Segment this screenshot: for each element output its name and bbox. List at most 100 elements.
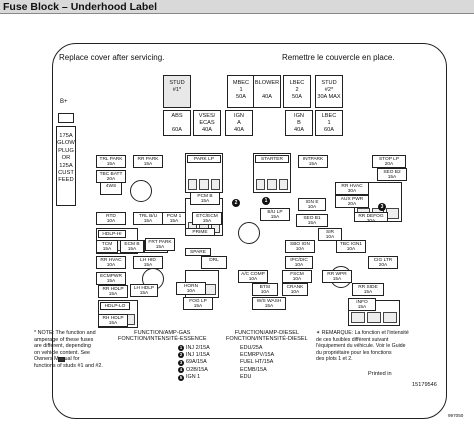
circuit-marker-2: 2	[232, 199, 240, 207]
circuit-marker-3: 3	[378, 203, 386, 211]
fuse-label: PCM 1 15A	[166, 214, 182, 225]
fuse-label: TBC IGN1 10A	[339, 242, 363, 253]
fuse-lh-hid: LH HID 15A	[133, 256, 163, 269]
fuse-label: B/U LP 15A	[267, 210, 283, 221]
legend-gas-item: 69A/15A	[186, 359, 207, 366]
fuse-label: STARTER	[261, 157, 283, 162]
legend-gas-item: O2B/15A	[186, 366, 208, 373]
fuse-spare: SPARE	[185, 248, 211, 256]
fuse-ecm-b: ECM B 15A	[120, 240, 144, 253]
fuse-label: IPC/DIC 10A	[290, 258, 308, 269]
fuse-lh-hdlp: LH HDLP 15A	[130, 284, 158, 297]
maxi-fuse: STUD #1*	[163, 75, 191, 108]
fuse-stop-lp: STOP LP 20A	[372, 155, 406, 168]
fuse-fog-lp: FOG LP 15A	[183, 297, 213, 310]
fuse-label: STUD #2* 30A MAX	[317, 80, 341, 100]
fuse-label: SBO IGN 10A	[290, 242, 310, 253]
fuse-label: TRL PARK 15A	[99, 157, 123, 168]
fuse-rtd: RTD 10A	[96, 212, 126, 225]
legend-diesel-item: ECMRPV/15A	[240, 351, 275, 358]
fuse-label: RR PARK 15A	[137, 157, 159, 168]
fuse-label: RH HDLP 15A	[102, 316, 124, 327]
fuse-label: ECM B 15A	[124, 242, 140, 253]
fuse-pcm-1: PCM 1 15A	[162, 212, 186, 225]
fuse-block-panel: Replace cover after servicing. Remettre …	[52, 43, 447, 419]
legend-diesel-item: EDU	[240, 374, 252, 381]
fuse-label: SIR 10A	[325, 230, 335, 241]
fuse-label: HDLP-HI	[102, 232, 122, 237]
fuse-horn: HORN 10A	[176, 282, 206, 295]
fuse-label: PARK LP	[194, 157, 214, 162]
fuse-btsi: BTSI 10A	[252, 283, 278, 296]
fuse-label: ABS 60A	[171, 113, 183, 133]
legend-marker: 3	[178, 359, 184, 366]
legend-gas-title: FUNCTION/AMP-GAS FONCTION/INTENSITÉ-ESSE…	[118, 330, 207, 343]
glow-plug-label: 175A GLOW PLUG OR 125A CUST FEED	[57, 133, 75, 184]
legend-diesel-item: EDU/25A	[240, 344, 263, 351]
bplus-label: B+	[60, 99, 68, 105]
fuse-4ws: 4WS	[100, 182, 122, 195]
fuse-rr-hvac: RR HVAC 10A	[96, 256, 126, 269]
legend-gas-item: IGN 1	[186, 374, 201, 381]
fuse-label: BTSI 10A	[259, 285, 271, 296]
fuse-w-s-wash: W/S WASH 15A	[252, 297, 286, 310]
fuse-cig-ltr: CIG LTR 20A	[368, 256, 398, 269]
instruction-english: Replace cover after servicing.	[59, 53, 165, 62]
circuit-marker-1: 1	[262, 197, 270, 205]
maxi-fuse: BLOWER 40A	[253, 75, 281, 108]
fuse-label: RR WPR 15A	[327, 272, 347, 283]
legend-diesel-item: FUEL HT/15A	[240, 359, 274, 366]
fuse-label: CIG LTR 20A	[373, 258, 393, 269]
part-number: 15179546	[412, 382, 437, 388]
fuse-label: AUX PWR 20A	[340, 197, 364, 208]
fuse-label: LH HDLP 15A	[133, 286, 155, 297]
legend-marker: 2	[178, 352, 184, 359]
fuse-ipc-dic: IPC/DIC 10A	[285, 256, 313, 269]
glow-plug-fuse: 175A GLOW PLUG OR 125A CUST FEED	[56, 126, 76, 206]
maxi-fuse: IGN B 40A	[285, 110, 313, 136]
mount-hole-3	[238, 222, 260, 244]
fuse-prime: PRIME	[185, 228, 215, 236]
fuse-intpark: INTPARK 15A	[298, 155, 328, 168]
fuse-ign-e: IGN E 10A	[298, 198, 326, 211]
fuse-park-lp: PARK LP	[187, 155, 221, 163]
fuse-label: A/C COMP 10A	[241, 272, 265, 283]
fuse-tbc-ign1: TBC IGN1 10A	[336, 240, 366, 253]
fuse-label: MBEC 1 50A	[232, 80, 250, 100]
legend-marker: 1	[178, 345, 184, 351]
fuse-label: RR SIDE 15A	[358, 285, 378, 296]
fuse-rr-side: RR SIDE 15A	[352, 283, 384, 296]
fuse-b-u-lp: B/U LP 15A	[260, 208, 290, 221]
fuse-drl: DRL	[201, 256, 227, 269]
fuse-label: ETC/ECM 15A	[196, 214, 218, 225]
legend-diesel-item: ECMB/15A	[240, 366, 267, 373]
fuse-label: LBEC 2 50A	[289, 80, 305, 100]
fuse-label: HORN 10A	[183, 284, 199, 295]
fuse-rr-park: RR PARK 15A	[133, 155, 163, 168]
fuse-label: SPARE	[190, 250, 206, 255]
maxi-fuse: MBEC 1 50A	[227, 75, 255, 108]
fuse-label: IGN B 40A	[294, 113, 304, 133]
fuse-label: TBC BATT 20A	[99, 172, 123, 183]
fuse-frt-park: FRT PARK 15A	[145, 238, 175, 251]
maxi-fuse: ABS 60A	[163, 110, 191, 136]
fuse-label: HDLP-LO	[104, 304, 126, 309]
fuse-label: FOG LP 15A	[189, 299, 207, 310]
legend-gas-item: INJ 1/15A	[186, 351, 210, 358]
fuse-trl-park: TRL PARK 15A	[96, 155, 126, 168]
page-title: Fuse Block – Underhood Label	[0, 0, 474, 14]
fuse-aux-pwr: AUX PWR 20A	[335, 195, 369, 208]
fuse-rr-hvac: RR HVAC 30A	[335, 182, 369, 195]
maxi-fuse: STUD #2* 30A MAX	[315, 75, 343, 108]
legend-marker: 5	[178, 374, 184, 381]
fuse-ecmpwr: ECMPWR 15A	[96, 272, 126, 285]
fuse-label: RTD 10A	[106, 214, 116, 225]
fuse-sbo-ign: SBO IGN 10A	[285, 240, 315, 253]
fuse-label: INFO 15A	[356, 300, 368, 311]
legend-marker: 4	[178, 367, 184, 374]
maxi-fuse: LBEC 2 50A	[283, 75, 311, 108]
fuse-label: LBEC 1 60A	[321, 113, 337, 133]
fuse-sir: SIR 10A	[318, 228, 342, 241]
fuse-label: W/S WASH 15A	[256, 299, 282, 310]
fuse-label: VSES/ ECAS 40A	[198, 113, 216, 133]
